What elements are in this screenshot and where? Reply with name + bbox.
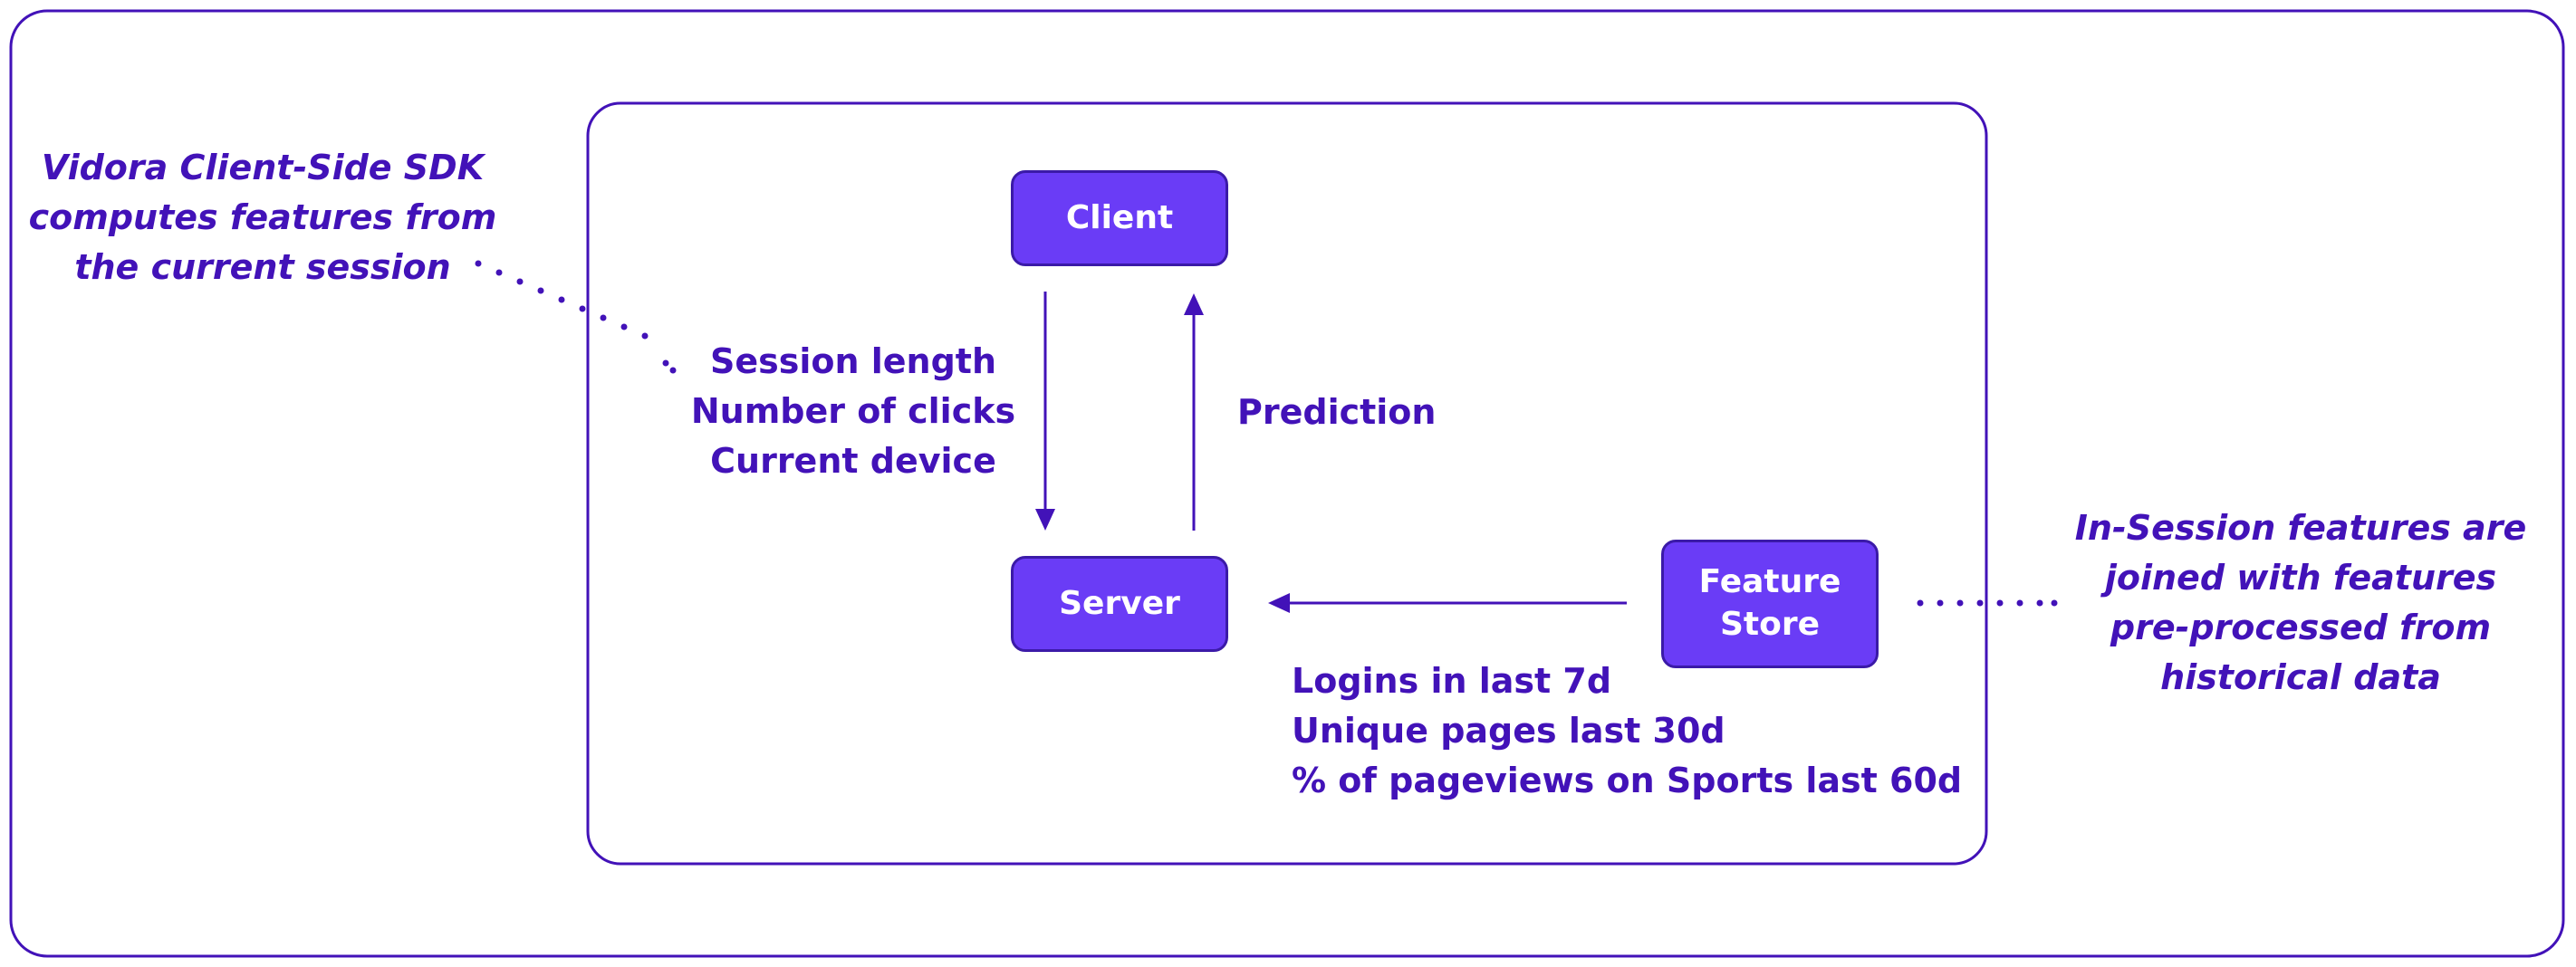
client-node-label: Client (1065, 198, 1174, 236)
feature-store-node-label: Feature Store (1698, 563, 1841, 643)
prediction-label: Prediction (1237, 392, 1437, 432)
left-annotation: Vidora Client-Side SDK computes features… (28, 148, 497, 287)
feature-current-device: Current device (710, 441, 996, 481)
left-dotted-connector (475, 260, 677, 374)
client-node: Client (1011, 170, 1228, 266)
client-to-server-features-label: Session length Number of clicks Current … (690, 337, 1016, 486)
system-boundary (586, 101, 1988, 866)
arrowhead-feature-store-to-server (1268, 593, 1290, 613)
outer-frame (9, 9, 2565, 958)
right-annotation: In-Session features are joined with feat… (2074, 508, 2527, 697)
feature-session-length: Session length (709, 341, 997, 381)
feature-store-features-label: Logins in last 7d Unique pages last 30d … (1292, 656, 1962, 806)
arrowhead-server-to-client (1184, 293, 1204, 315)
feature-store-node: Feature Store (1661, 540, 1879, 668)
feature-logins-last-7d: Logins in last 7d (1292, 661, 1612, 701)
arrowhead-client-to-server (1035, 509, 1055, 531)
server-node: Server (1011, 556, 1228, 652)
feature-unique-pages-last-30d: Unique pages last 30d (1292, 711, 1725, 751)
feature-sports-pageviews-last-60d: % of pageviews on Sports last 60d (1292, 761, 1963, 800)
server-node-label: Server (1059, 584, 1180, 622)
right-dotted-connector (1917, 599, 2058, 607)
feature-number-of-clicks: Number of clicks (690, 391, 1016, 431)
